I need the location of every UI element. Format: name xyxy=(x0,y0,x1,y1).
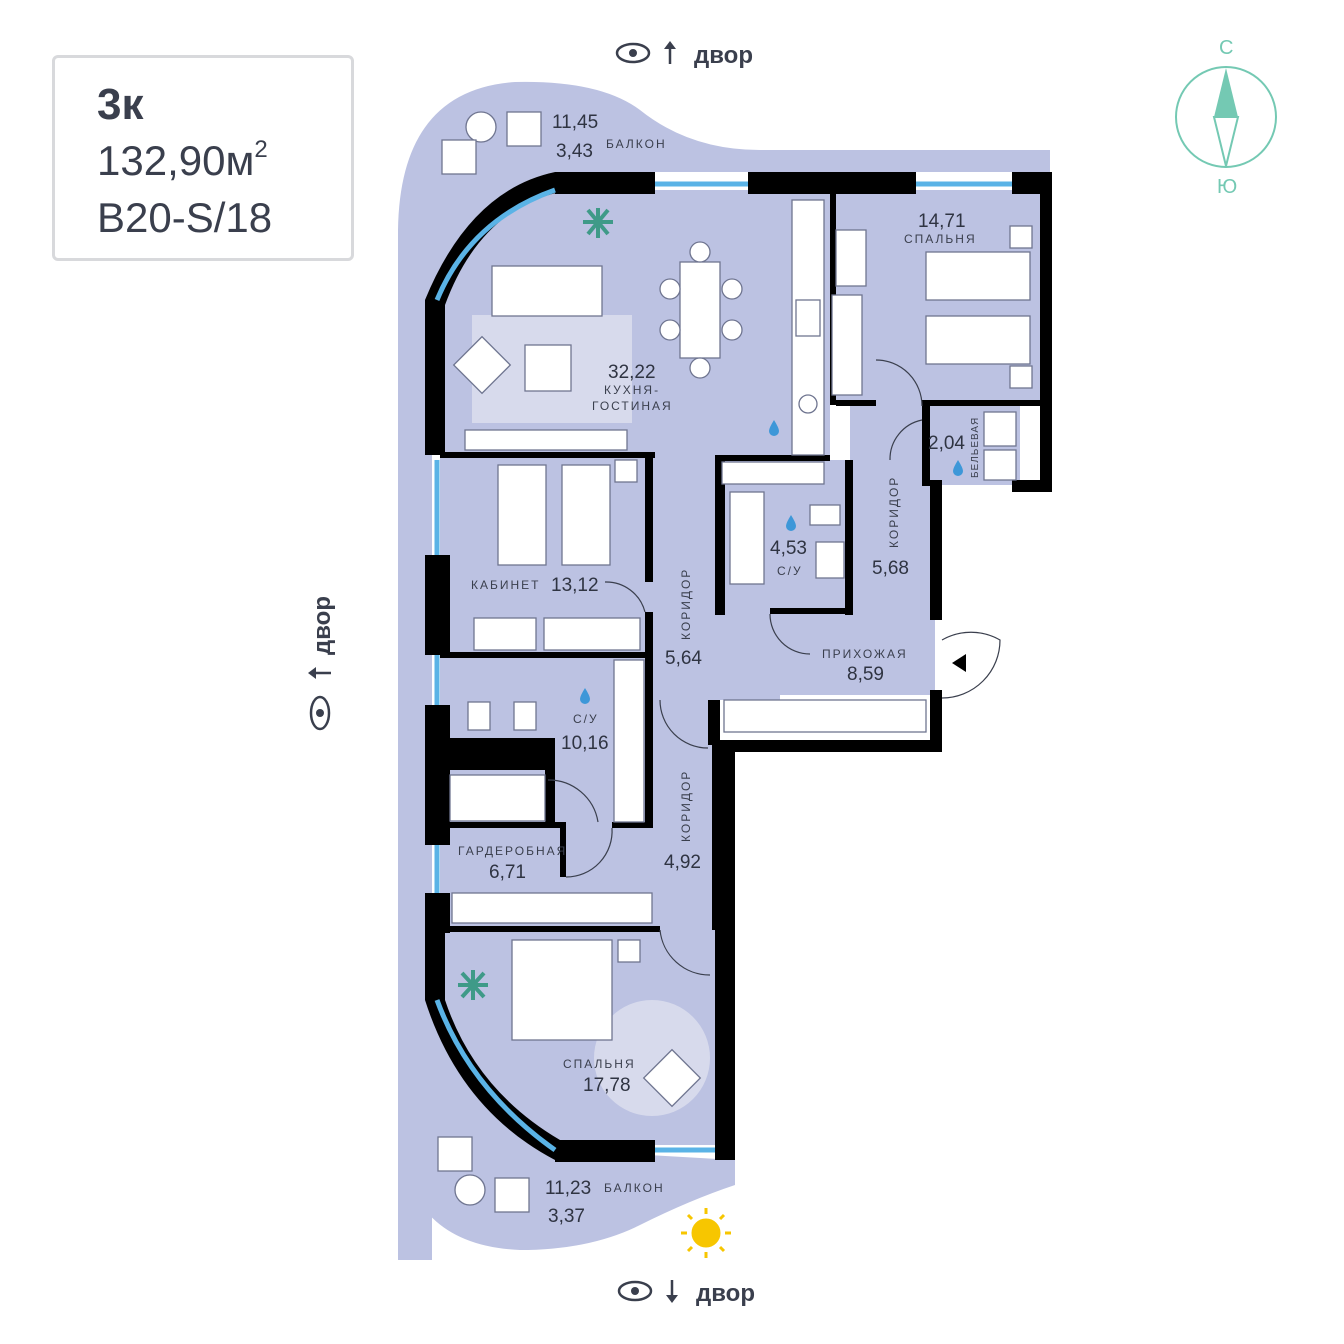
apartment-area-value: 132,90м xyxy=(97,137,255,184)
compass: С Ю xyxy=(1175,37,1277,198)
study-label: КАБИНЕТ xyxy=(471,578,541,592)
furniture xyxy=(437,111,1033,1213)
wardrobe-label: ГАРДЕРОБНАЯ xyxy=(458,844,567,858)
bath-large-area: 10,16 xyxy=(561,733,609,754)
sun-icon xyxy=(681,1208,731,1258)
compass-needle-south xyxy=(1212,116,1240,167)
corridor-right-label: КОРИДОР xyxy=(887,476,901,548)
apartment-code: B20-S/18 xyxy=(97,194,273,241)
plants xyxy=(458,208,613,1000)
view-bottom-label: двор xyxy=(696,1280,755,1307)
balcony-top-area2: 3,43 xyxy=(556,141,593,162)
eye-icon xyxy=(617,1280,653,1302)
wardrobe-area: 6,71 xyxy=(489,862,526,883)
laundry-area: 2,04 xyxy=(928,433,965,454)
balcony-top-label: БАЛКОН xyxy=(606,137,667,151)
laundry-label: БЕЛЬЕВАЯ xyxy=(970,417,981,478)
view-bottom: двор xyxy=(617,1280,755,1307)
kitchen-area: 32,22 xyxy=(608,362,656,383)
doors xyxy=(547,359,1001,976)
bath-large-label: С/У xyxy=(573,712,599,726)
compass-needle-north xyxy=(1214,68,1238,117)
view-left: двор xyxy=(308,596,336,731)
eye-icon xyxy=(615,42,651,64)
view-left-label: двор xyxy=(309,596,336,655)
balcony-bottom-label: БАЛКОН xyxy=(604,1181,665,1195)
water-drop-icons xyxy=(580,420,963,704)
bedroom-small-label: СПАЛЬНЯ xyxy=(904,232,977,246)
eye-icon xyxy=(309,695,331,731)
view-top-label: двор xyxy=(694,42,753,69)
kitchen-label1: КУХНЯ- xyxy=(604,383,660,397)
view-top: двор xyxy=(615,41,753,69)
bedroom-master-label: СПАЛЬНЯ xyxy=(563,1057,636,1071)
arrow-down-icon xyxy=(666,1280,678,1303)
arrow-up-icon xyxy=(664,41,676,64)
bedroom-master-area: 17,78 xyxy=(583,1075,631,1096)
compass-north: С xyxy=(1219,37,1233,59)
walls xyxy=(425,172,1052,1162)
balcony-bottom-area2: 3,37 xyxy=(548,1206,585,1227)
study-area: 13,12 xyxy=(551,575,599,596)
corridor-right-area: 5,68 xyxy=(872,558,909,579)
balcony-bottom xyxy=(398,930,735,1250)
bedroom-small-area: 14,71 xyxy=(918,211,966,232)
corridor-mid-area: 5,64 xyxy=(665,648,702,669)
hall-area: 8,59 xyxy=(847,664,884,685)
apartment-info-card: 3к 132,90м2 B20-S/18 xyxy=(52,55,354,261)
balcony-bottom-area1: 11,23 xyxy=(545,1178,591,1199)
compass-south: Ю xyxy=(1217,176,1237,198)
arrow-up-icon xyxy=(308,667,331,679)
balcony-top-area1: 11,45 xyxy=(552,112,598,133)
windows xyxy=(434,181,1012,1153)
bath-small-area: 4,53 xyxy=(770,538,807,559)
apartment-type: 3к xyxy=(97,80,144,129)
corridor-low-label: КОРИДОР xyxy=(679,770,693,842)
apartment-area-unit: 2 xyxy=(254,136,268,163)
corridor-mid-label: КОРИДОР xyxy=(679,568,693,640)
kitchen-label2: ГОСТИНАЯ xyxy=(592,399,673,413)
bath-small-label: С/У xyxy=(777,564,803,578)
apartment-area: 132,90м2 xyxy=(97,136,268,185)
corridor-low-area: 4,92 xyxy=(664,852,701,873)
balcony-top xyxy=(398,81,1050,390)
hall-label: ПРИХОЖАЯ xyxy=(822,647,908,661)
